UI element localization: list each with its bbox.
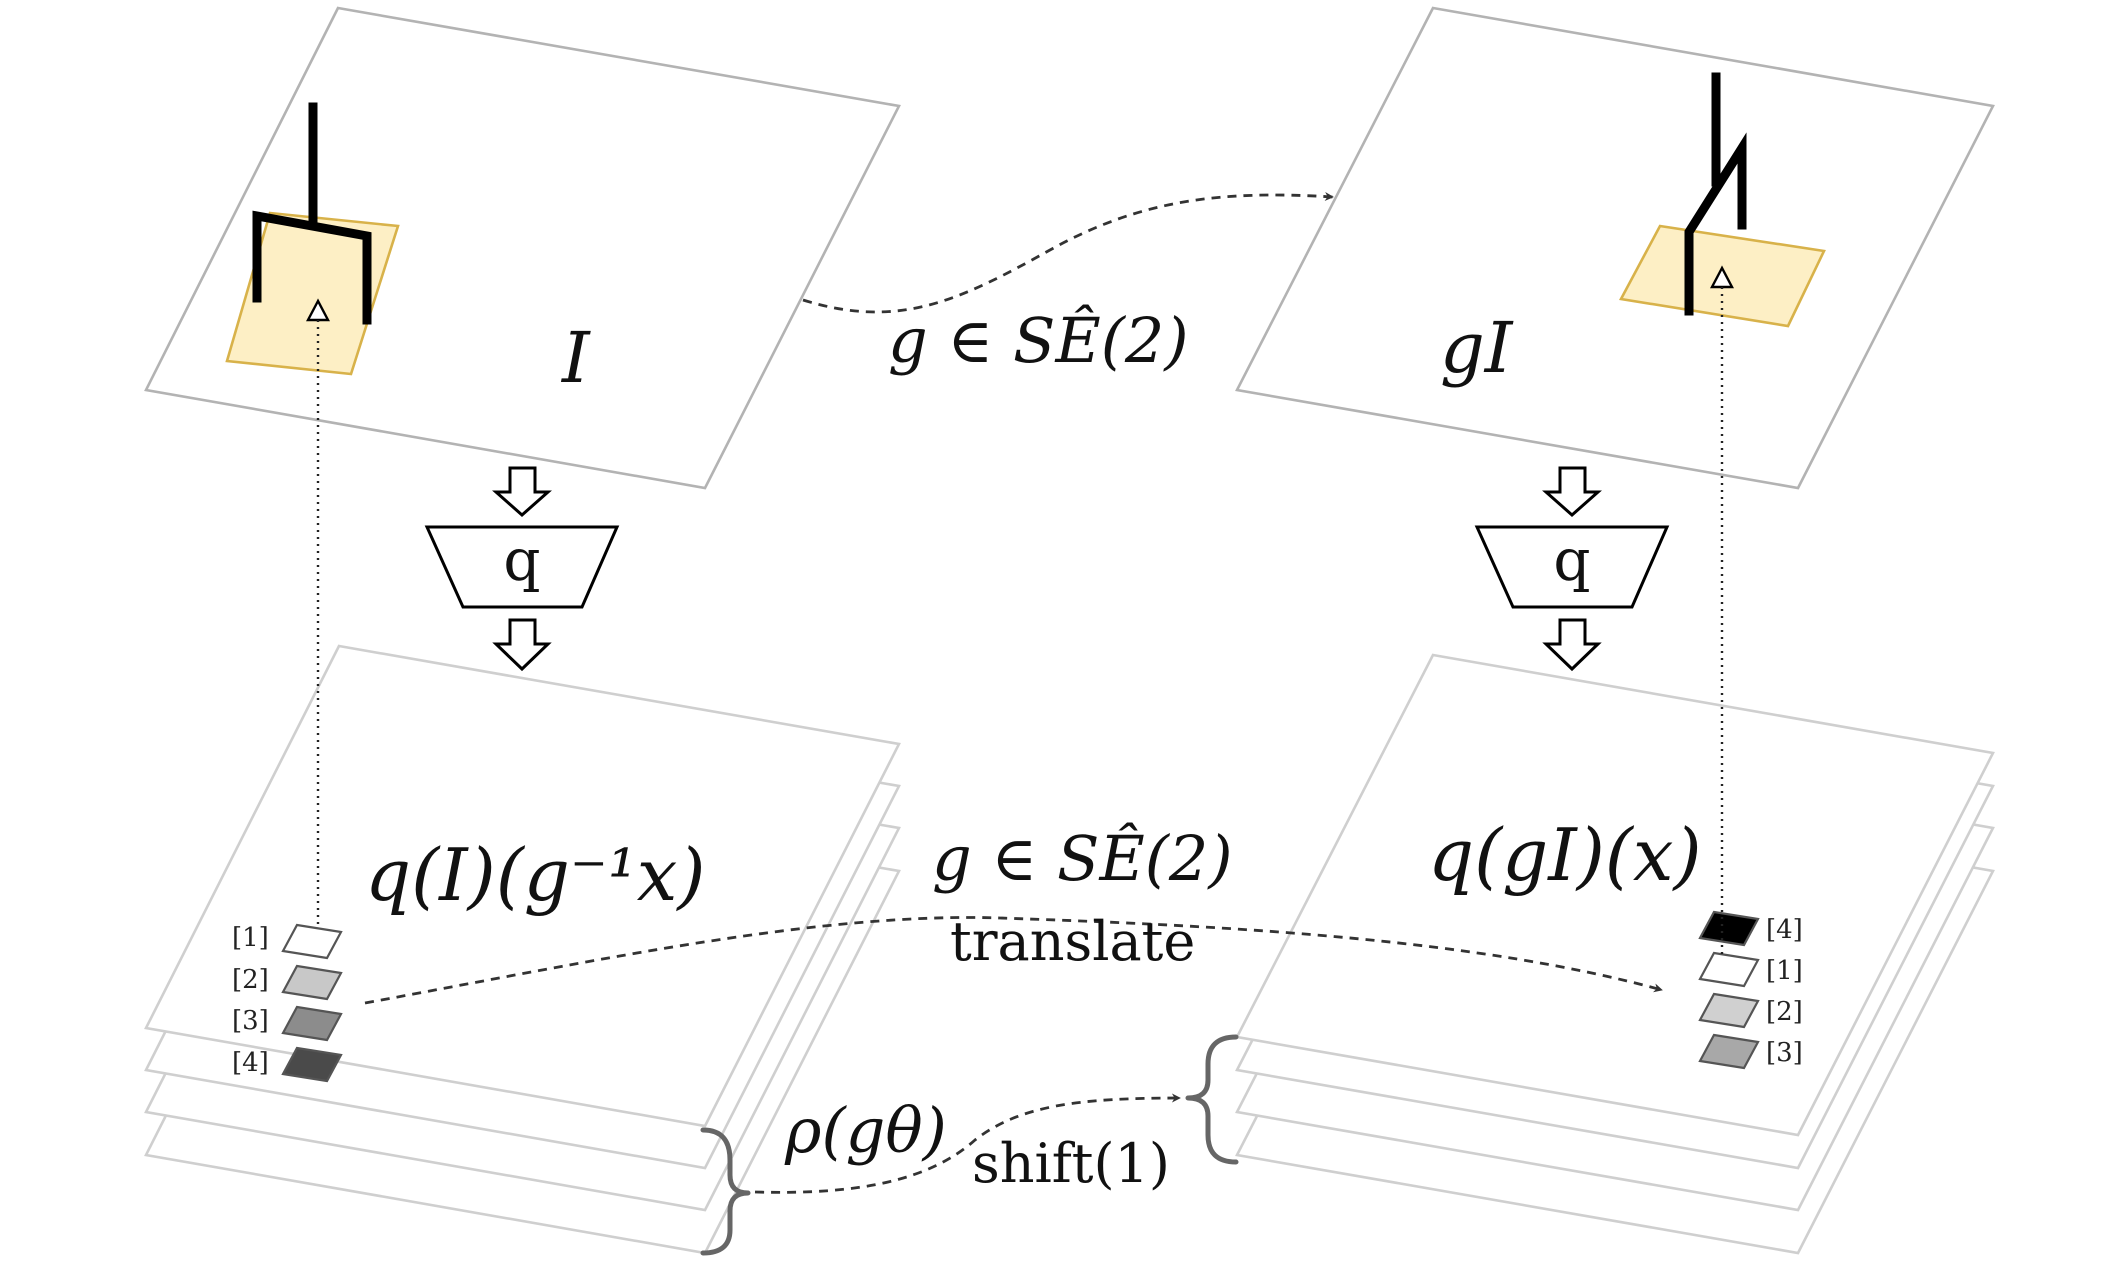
middle-transform-arrow — [364, 916, 1663, 1005]
left-output-arrow-icon — [492, 618, 552, 672]
right-output-arrow-icon — [1542, 618, 1602, 672]
left-gripper-icon — [252, 102, 372, 325]
left-cell-4-swatch — [281, 1046, 343, 1083]
left-layer-brace — [700, 1127, 751, 1256]
middle-transform-sublabel: translate — [950, 910, 1195, 973]
right-cell-4-swatch — [1698, 1033, 1760, 1070]
right-encoder-block — [1474, 525, 1670, 609]
top-transform-label: g ∈ SÊ(2) — [888, 304, 1189, 377]
right-cell-3-swatch — [1698, 992, 1760, 1029]
right-cell-3-index: [2] — [1766, 997, 1803, 1027]
bottom-transform-sublabel: shift(1) — [972, 1132, 1170, 1195]
left-cell-1-swatch — [281, 923, 343, 960]
left-cell-list: [1] [2] [3] [4] — [232, 923, 343, 1083]
right-image-label: gI — [1440, 307, 1514, 389]
right-cell-2: [1] — [1698, 951, 1803, 988]
left-encoder: q — [424, 466, 620, 672]
right-image-plane-border — [1235, 6, 1995, 490]
right-feature-stack: q(gI)(x) [4] [1] [2] [3] — [1235, 653, 1995, 1255]
left-feature-layer-1 — [144, 644, 901, 1128]
bottom-shift-arrow — [754, 1093, 1181, 1194]
left-image-label: I — [560, 317, 591, 399]
right-cell-4: [3] — [1698, 1033, 1803, 1070]
right-cell-list: [4] [1] [2] [3] — [1698, 910, 1803, 1070]
left-cell-1-index: [1] — [232, 923, 269, 953]
right-feature-layer-1 — [1235, 653, 1995, 1137]
right-encoder-label: q — [1553, 526, 1590, 594]
right-cell-1: [4] — [1698, 910, 1803, 947]
right-feature-label: q(gI)(x) — [1428, 813, 1702, 897]
left-image-plane: I — [144, 6, 901, 490]
left-cell-4-index: [4] — [232, 1048, 269, 1078]
left-image-plane-border — [144, 6, 901, 490]
left-cell-3-index: [3] — [232, 1006, 269, 1036]
right-cell-2-index: [1] — [1766, 956, 1803, 986]
right-gripper-icon — [1684, 72, 1747, 316]
left-cell-4: [4] — [232, 1046, 343, 1083]
left-cell-3: [3] — [232, 1005, 343, 1042]
left-gripper-patch — [225, 211, 400, 376]
right-cell-1-index: [4] — [1766, 915, 1803, 945]
bottom-transform-label: ρ(gθ) — [784, 1094, 947, 1167]
right-image-plane: gI — [1235, 6, 1995, 490]
right-input-arrow-icon — [1542, 466, 1602, 518]
left-encoder-block — [424, 525, 620, 609]
left-cell-2-index: [2] — [232, 965, 269, 995]
left-cell-1: [1] — [232, 923, 343, 960]
left-cell-3-swatch — [281, 1005, 343, 1042]
right-cell-3: [2] — [1698, 992, 1803, 1029]
right-cell-2-swatch — [1698, 951, 1760, 988]
left-feature-label: q(I)(g⁻¹x) — [365, 833, 705, 917]
right-cell-4-index: [3] — [1766, 1038, 1803, 1068]
left-input-arrow-icon — [492, 466, 552, 518]
top-transform-arrow — [802, 192, 1334, 314]
left-cell-2-swatch — [281, 964, 343, 1001]
left-cell-2: [2] — [232, 964, 343, 1001]
middle-transform-label: g ∈ SÊ(2) — [932, 822, 1233, 895]
right-layer-brace — [1185, 1034, 1239, 1165]
right-encoder: q — [1474, 466, 1670, 672]
right-cell-1-swatch — [1698, 910, 1760, 947]
left-encoder-label: q — [503, 526, 540, 594]
